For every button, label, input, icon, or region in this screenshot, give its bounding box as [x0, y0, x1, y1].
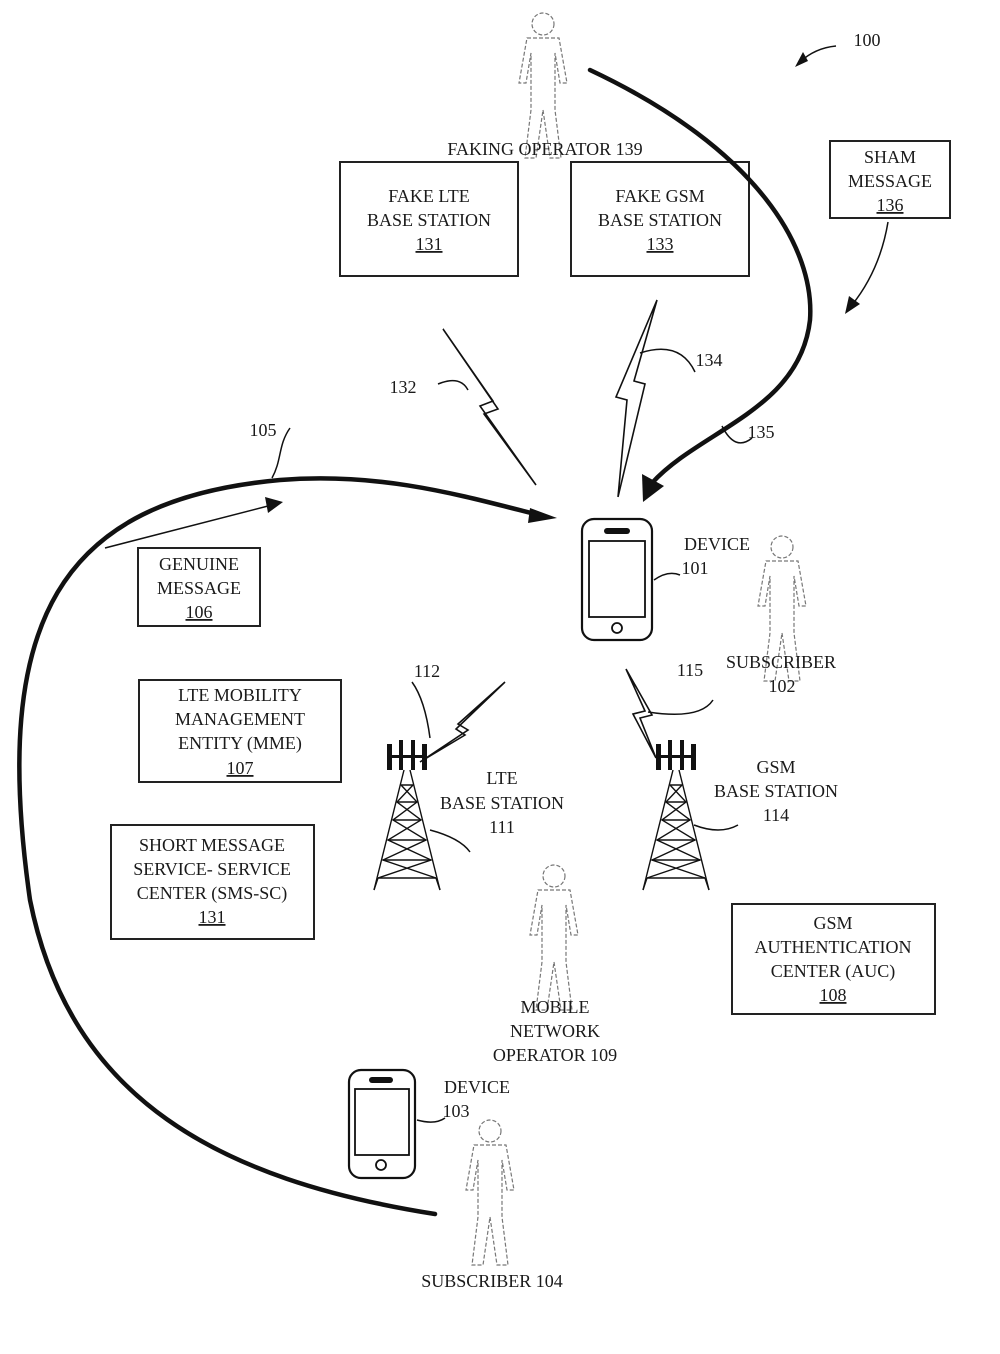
fake-lte-line1: FAKE LTE: [388, 186, 470, 206]
fake-gsm-ref: 133: [647, 234, 674, 254]
figure-ref-arrowhead: [795, 52, 808, 67]
ref-132: 132: [390, 377, 417, 397]
gsm-auc-box: GSM AUTHENTICATION CENTER (AUC) 108: [731, 903, 936, 1015]
sham-message-line1: SHAM: [864, 147, 916, 167]
device-101-phone: [580, 517, 654, 642]
sms-sc-box: SHORT MESSAGE SERVICE- SERVICE CENTER (S…: [110, 824, 315, 940]
fake-lte-ref: 131: [416, 234, 443, 254]
smssc-line1: SHORT MESSAGE: [139, 835, 285, 855]
ref-105: 105: [250, 420, 277, 440]
auc-ref: 108: [820, 985, 847, 1005]
fake-lte-line2: BASE STATION: [367, 210, 491, 230]
lte-mme-box: LTE MOBILITY MANAGEMENT ENTITY (MME) 107: [138, 679, 342, 783]
ref-112: 112: [414, 661, 440, 681]
device-101-line2: 101: [682, 558, 709, 578]
subscriber-102-line2: 102: [769, 676, 796, 696]
faking-operator-label: FAKING OPERATOR 139: [447, 139, 642, 159]
gsm-base-station-tower: [642, 739, 710, 891]
smssc-ref: 131: [199, 907, 226, 927]
figure-ref-label: 100: [854, 30, 881, 50]
ref-115: 115: [677, 660, 703, 680]
device-103-leader: [416, 1117, 446, 1123]
lte-bs-line3: 111: [489, 817, 515, 837]
gsm-bs-line2: BASE STATION: [714, 781, 838, 801]
ref-135: 135: [748, 422, 775, 442]
lte-bs-line2: BASE STATION: [440, 793, 564, 813]
fake-gsm-base-station-box: FAKE GSM BASE STATION 133: [570, 161, 750, 277]
sham-message-ref: 136: [877, 195, 904, 215]
genuine-message-line2: MESSAGE: [157, 578, 241, 598]
mme-line2: MANAGEMENT: [175, 709, 305, 729]
mobile-network-operator-figure: [529, 864, 579, 1011]
mme-ref: 107: [227, 758, 254, 778]
genuine-message-ref: 106: [186, 602, 213, 622]
mno-line2: NETWORK: [510, 1021, 600, 1041]
device-103-phone: [347, 1068, 417, 1180]
fake-lte-base-station-box: FAKE LTE BASE STATION 131: [339, 161, 519, 277]
subscriber-104-label: SUBSCRIBER 104: [421, 1271, 563, 1291]
device-103-line1: DEVICE: [444, 1077, 510, 1097]
fake-gsm-line2: BASE STATION: [598, 210, 722, 230]
gsm-bs-line1: GSM: [756, 757, 795, 777]
mno-line3: OPERATOR 109: [493, 1045, 617, 1065]
ref-134: 134: [696, 350, 723, 370]
faking-operator-figure: [518, 12, 568, 159]
lte-tower-leader: [429, 829, 471, 853]
mme-line3: ENTITY (MME): [178, 733, 302, 754]
sham-message-box: SHAM MESSAGE 136: [829, 140, 951, 219]
genuine-message-line1: GENUINE: [159, 554, 239, 574]
auc-line2: AUTHENTICATION: [755, 937, 912, 957]
subscriber-104-figure: [465, 1119, 515, 1266]
smssc-line2: SERVICE- SERVICE: [133, 859, 291, 879]
mme-line1: LTE MOBILITY: [178, 685, 302, 705]
gsm-tower-leader: [693, 824, 739, 831]
sham-message-arrow: [845, 221, 889, 314]
auc-line1: GSM: [813, 913, 852, 933]
smssc-line3: CENTER (SMS-SC): [137, 883, 288, 904]
fake-gsm-line1: FAKE GSM: [615, 186, 704, 206]
device-101-leader: [653, 572, 681, 581]
genuine-message-box: GENUINE MESSAGE 106: [137, 547, 261, 627]
auc-line3: CENTER (AUC): [771, 961, 896, 982]
figure-ref-100: 100: [795, 30, 881, 67]
genuine-path-105: 105: [17, 420, 557, 1217]
lightning-link-112: 112: [411, 661, 506, 763]
lightning-link-134: 134: [614, 299, 723, 498]
lte-base-station-tower: [373, 739, 441, 891]
mno-line1: MOBILE: [521, 997, 590, 1017]
subscriber-102-line1: SUBSCRIBER: [726, 652, 836, 672]
lightning-link-132: 132: [390, 328, 537, 486]
sham-message-line2: MESSAGE: [848, 171, 932, 191]
device-103-line2: 103: [443, 1101, 470, 1121]
gsm-bs-line3: 114: [763, 805, 789, 825]
sham-path-135: 135: [587, 67, 813, 502]
lte-bs-line1: LTE: [486, 768, 517, 788]
device-101-line1: DEVICE: [684, 534, 750, 554]
